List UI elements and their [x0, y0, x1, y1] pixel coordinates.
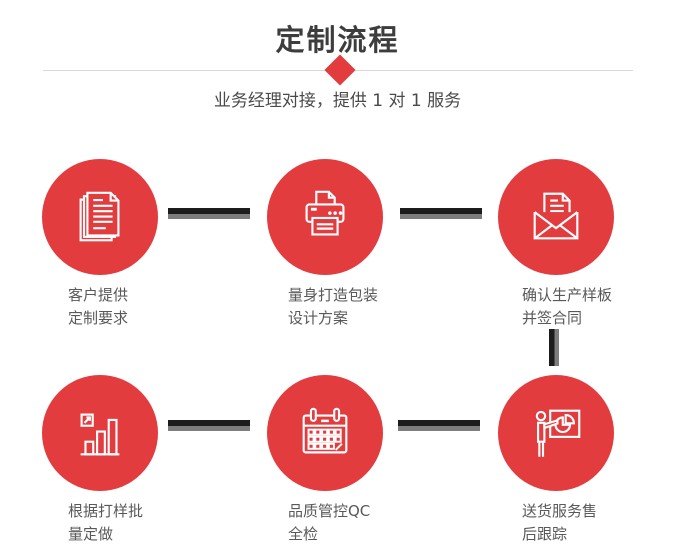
page-title: 定制流程: [275, 23, 400, 57]
step-circle-4: [42, 375, 158, 491]
printer-icon: [305, 190, 345, 236]
step-label-4-line1: 根据打样批: [68, 502, 144, 520]
envelope-icon: [533, 192, 579, 240]
calendar-icon: [302, 407, 348, 454]
step-circle-3: [498, 159, 614, 275]
step-circle-2: [267, 159, 383, 275]
step-label-1-line1: 客户提供: [68, 286, 129, 304]
diamond-icon: [324, 54, 356, 86]
step-label-3: 确认生产样板 并签合同: [522, 284, 612, 330]
documents-icon: [79, 191, 120, 242]
step-label-1-line2: 定制要求: [68, 309, 129, 327]
step-label-2-line2: 设计方案: [288, 309, 349, 327]
connector-step4-step5: [168, 420, 250, 431]
bar-chart-icon: [80, 413, 120, 456]
step-label-5-line1: 品质管控QC: [288, 502, 371, 520]
step-label-3-line2: 并签合同: [522, 309, 583, 327]
step-label-6: 送货服务售 后跟踪: [522, 500, 597, 546]
connector-step2-step3: [400, 208, 482, 219]
step-label-6-line2: 后跟踪: [522, 525, 568, 543]
step-circle-1: [42, 159, 158, 275]
step-label-2-line1: 量身打造包装: [288, 286, 379, 304]
step-label-4: 根据打样批 量定做: [68, 500, 143, 546]
presentation-icon: [535, 409, 581, 457]
step-label-3-line1: 确认生产样板: [522, 286, 613, 304]
step-circle-5: [267, 375, 383, 491]
step-label-2: 量身打造包装 设计方案: [288, 284, 378, 330]
connector-step3-step6: [549, 329, 559, 366]
connector-step1-step2: [168, 208, 250, 219]
step-label-5: 品质管控QC 全检: [288, 500, 370, 546]
step-label-4-line2: 量定做: [68, 525, 114, 543]
step-label-5-line2: 全检: [288, 525, 319, 543]
connector-step5-step6: [398, 420, 480, 431]
step-circle-6: [498, 375, 614, 491]
step-label-1: 客户提供 定制要求: [68, 284, 128, 330]
step-label-6-line1: 送货服务售: [522, 502, 598, 520]
page-subtitle: 业务经理对接，提供 1 对 1 服务: [213, 91, 462, 111]
